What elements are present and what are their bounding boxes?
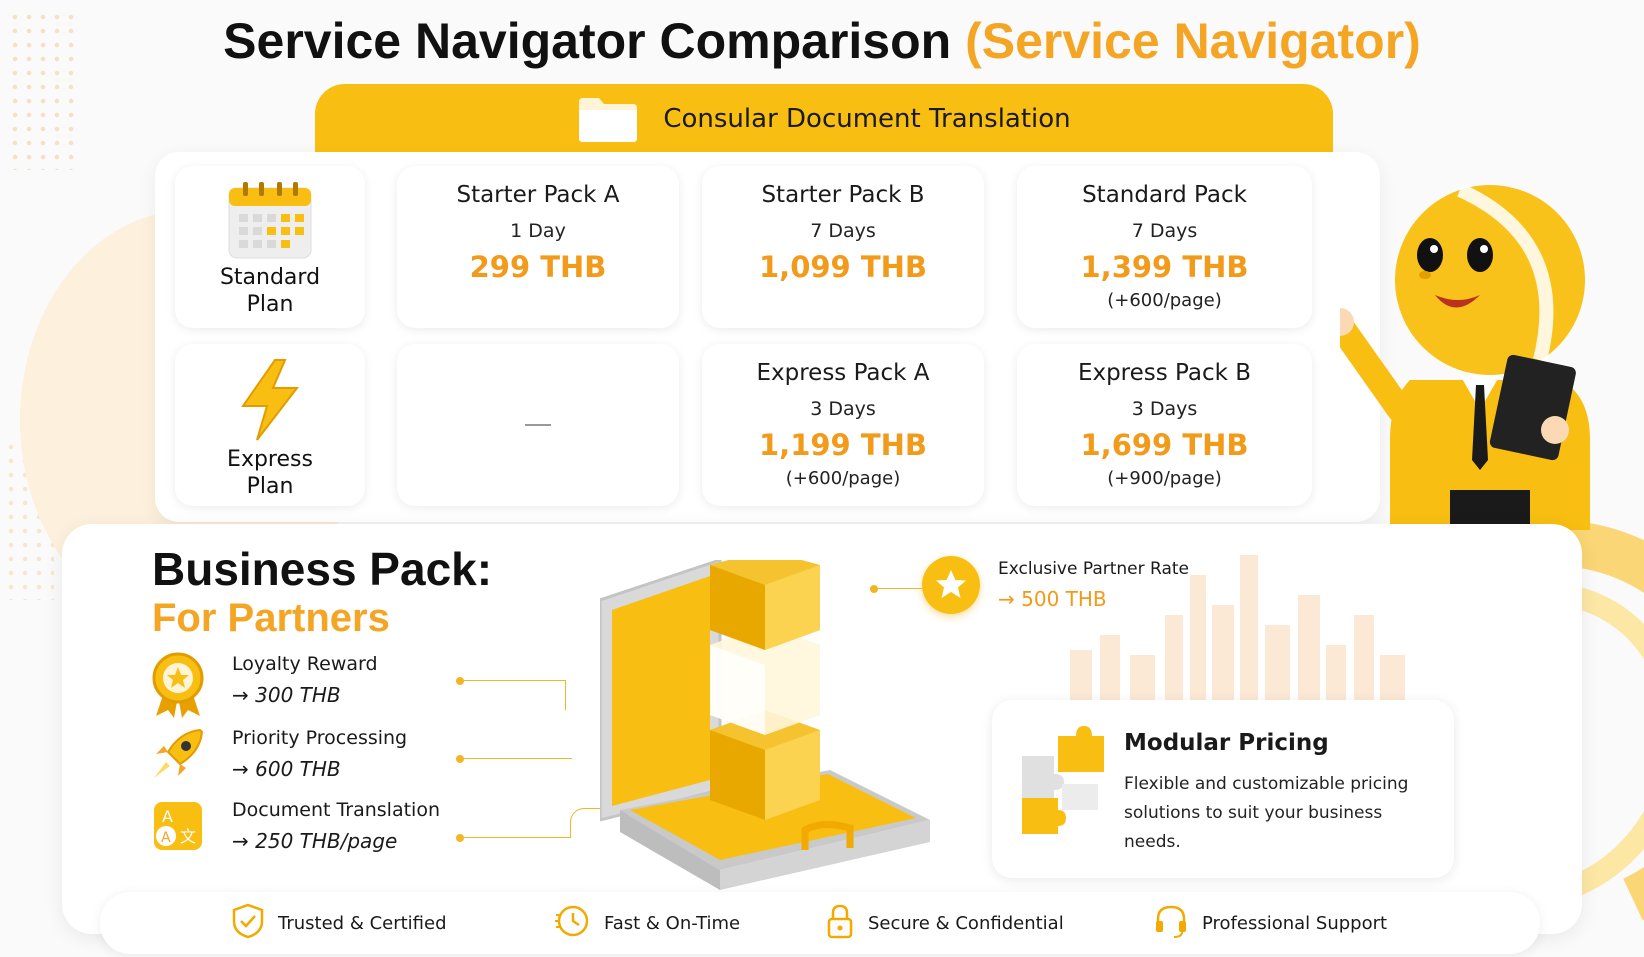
feature-label: Priority Processing — [232, 727, 408, 749]
pack-card-starter-a[interactable]: Starter Pack A 1 Day 299 THB — [397, 166, 679, 328]
modular-pricing-description: Flexible and customizable pricing soluti… — [1124, 774, 1409, 852]
standard-plan-line2: Plan — [246, 292, 294, 317]
footer-item-label: Trusted & Certified — [278, 912, 447, 934]
connector-line — [460, 837, 570, 838]
pack-card-express-b[interactable]: Express Pack B 3 Days 1,699 THB (+900/pa… — [1017, 344, 1312, 506]
translate-icon: A A 文 — [150, 798, 206, 854]
calendar-icon — [227, 180, 313, 260]
pack-card-standard[interactable]: Standard Pack 7 Days 1,399 THB (+600/pag… — [1017, 166, 1312, 328]
trust-footer: Trusted & Certified Fast & On-Time Secur… — [100, 892, 1540, 954]
modular-pricing-card: Modular Pricing Flexible and customizabl… — [992, 700, 1454, 878]
partner-value: → 500 THB — [998, 587, 1107, 611]
pack-days: 7 Days — [810, 220, 876, 242]
pack-price: 1,099 THB — [759, 250, 927, 284]
pack-extra: (+600/page) — [785, 468, 901, 489]
connector-dot — [870, 585, 878, 593]
feature-label: Document Translation — [232, 799, 440, 821]
lock-icon — [826, 903, 854, 944]
modular-pricing-title: Modular Pricing — [1124, 730, 1329, 756]
business-pack-subtitle: For Partners — [152, 596, 390, 640]
pack-days: 1 Day — [510, 220, 566, 242]
mascot-illustration — [1326, 170, 1630, 530]
feature-document-translation: A A 文 Document Translation → 250 THB/pag… — [150, 798, 440, 854]
express-plan-line2: Plan — [246, 474, 294, 499]
page-title-sub: (Service Navigator) — [965, 13, 1421, 69]
page-title-main: Service Navigator Comparison — [223, 13, 952, 69]
city-skyline-decor — [1070, 555, 1430, 700]
feature-priority-processing: Priority Processing → 600 THB — [150, 726, 407, 782]
pack-name: Express Pack B — [1077, 360, 1252, 386]
connector-dot — [456, 755, 464, 763]
feature-value: → 300 THB — [232, 683, 341, 707]
pack-days: 3 Days — [810, 398, 876, 420]
pack-extra: (+900/page) — [1107, 468, 1222, 489]
footer-item-support: Professional Support — [1154, 903, 1387, 944]
connector-line — [874, 588, 922, 589]
feature-label: Loyalty Reward — [232, 653, 378, 675]
pack-days: 7 Days — [1131, 220, 1198, 242]
pack-name: Standard Pack — [1082, 182, 1247, 208]
folder-icon — [577, 94, 639, 144]
lightning-icon — [235, 358, 305, 442]
decor-dots — [8, 10, 78, 170]
briefcase-illustration — [598, 550, 930, 900]
pack-days: 3 Days — [1131, 398, 1198, 420]
connector-dot — [456, 677, 464, 685]
feature-value: → 600 THB — [232, 757, 341, 781]
shield-check-icon — [232, 903, 264, 944]
service-banner-label: Consular Document Translation — [663, 104, 1071, 134]
svg-text:A: A — [162, 807, 173, 826]
pack-price: 299 THB — [469, 250, 607, 284]
headset-icon — [1154, 903, 1188, 944]
feature-value: → 250 THB/page — [232, 829, 398, 853]
pack-extra: (+600/page) — [1107, 290, 1222, 311]
connector-dot — [456, 834, 464, 842]
connector-line — [565, 680, 566, 710]
business-pack-title: Business Pack: — [152, 543, 493, 595]
pack-price: 1,399 THB — [1080, 250, 1249, 284]
star-icon — [922, 556, 980, 614]
clock-icon — [554, 903, 590, 944]
pack-price: 1,699 THB — [1080, 428, 1249, 462]
standard-plan-label: Standard Plan — [175, 166, 365, 328]
footer-item-label: Professional Support — [1202, 912, 1388, 934]
exclusive-partner-rate: Exclusive Partner Rate → 500 THB — [922, 556, 1189, 614]
pricing-grid: Standard Plan Starter Pack A 1 Day 299 T… — [155, 152, 1380, 522]
partner-label: Exclusive Partner Rate — [998, 559, 1190, 579]
pack-price: 1,199 THB — [759, 428, 927, 462]
pack-card-express-a[interactable]: Express Pack A 3 Days 1,199 THB (+600/pa… — [702, 344, 984, 506]
footer-item-label: Fast & On-Time — [604, 912, 741, 934]
rocket-icon — [150, 726, 206, 782]
express-plan-line1: Express — [227, 447, 313, 472]
pack-card-empty — [397, 344, 679, 506]
empty-dash — [525, 424, 551, 426]
connector-line — [570, 808, 608, 838]
standard-plan-line1: Standard — [219, 265, 321, 290]
footer-item-trusted: Trusted & Certified — [232, 903, 447, 944]
svg-text:文: 文 — [180, 827, 196, 846]
feature-loyalty-reward: Loyalty Reward → 300 THB — [150, 652, 378, 718]
pack-card-starter-b[interactable]: Starter Pack B 7 Days 1,099 THB — [702, 166, 984, 328]
pack-name: Starter Pack B — [761, 182, 925, 208]
footer-item-label: Secure & Confidential — [868, 912, 1064, 934]
express-plan-label: Express Plan — [175, 344, 365, 506]
puzzle-icon — [1018, 726, 1108, 836]
footer-item-secure: Secure & Confidential — [826, 903, 1064, 944]
medal-icon — [150, 652, 206, 718]
footer-item-fast: Fast & On-Time — [554, 903, 740, 944]
service-banner: Consular Document Translation — [315, 84, 1333, 154]
pack-name: Express Pack A — [756, 360, 930, 386]
connector-line — [460, 680, 565, 681]
svg-text:A: A — [161, 830, 171, 846]
pack-name: Starter Pack A — [456, 182, 620, 208]
connector-line — [460, 758, 572, 759]
page-title: Service Navigator Comparison (Service Na… — [0, 12, 1644, 70]
